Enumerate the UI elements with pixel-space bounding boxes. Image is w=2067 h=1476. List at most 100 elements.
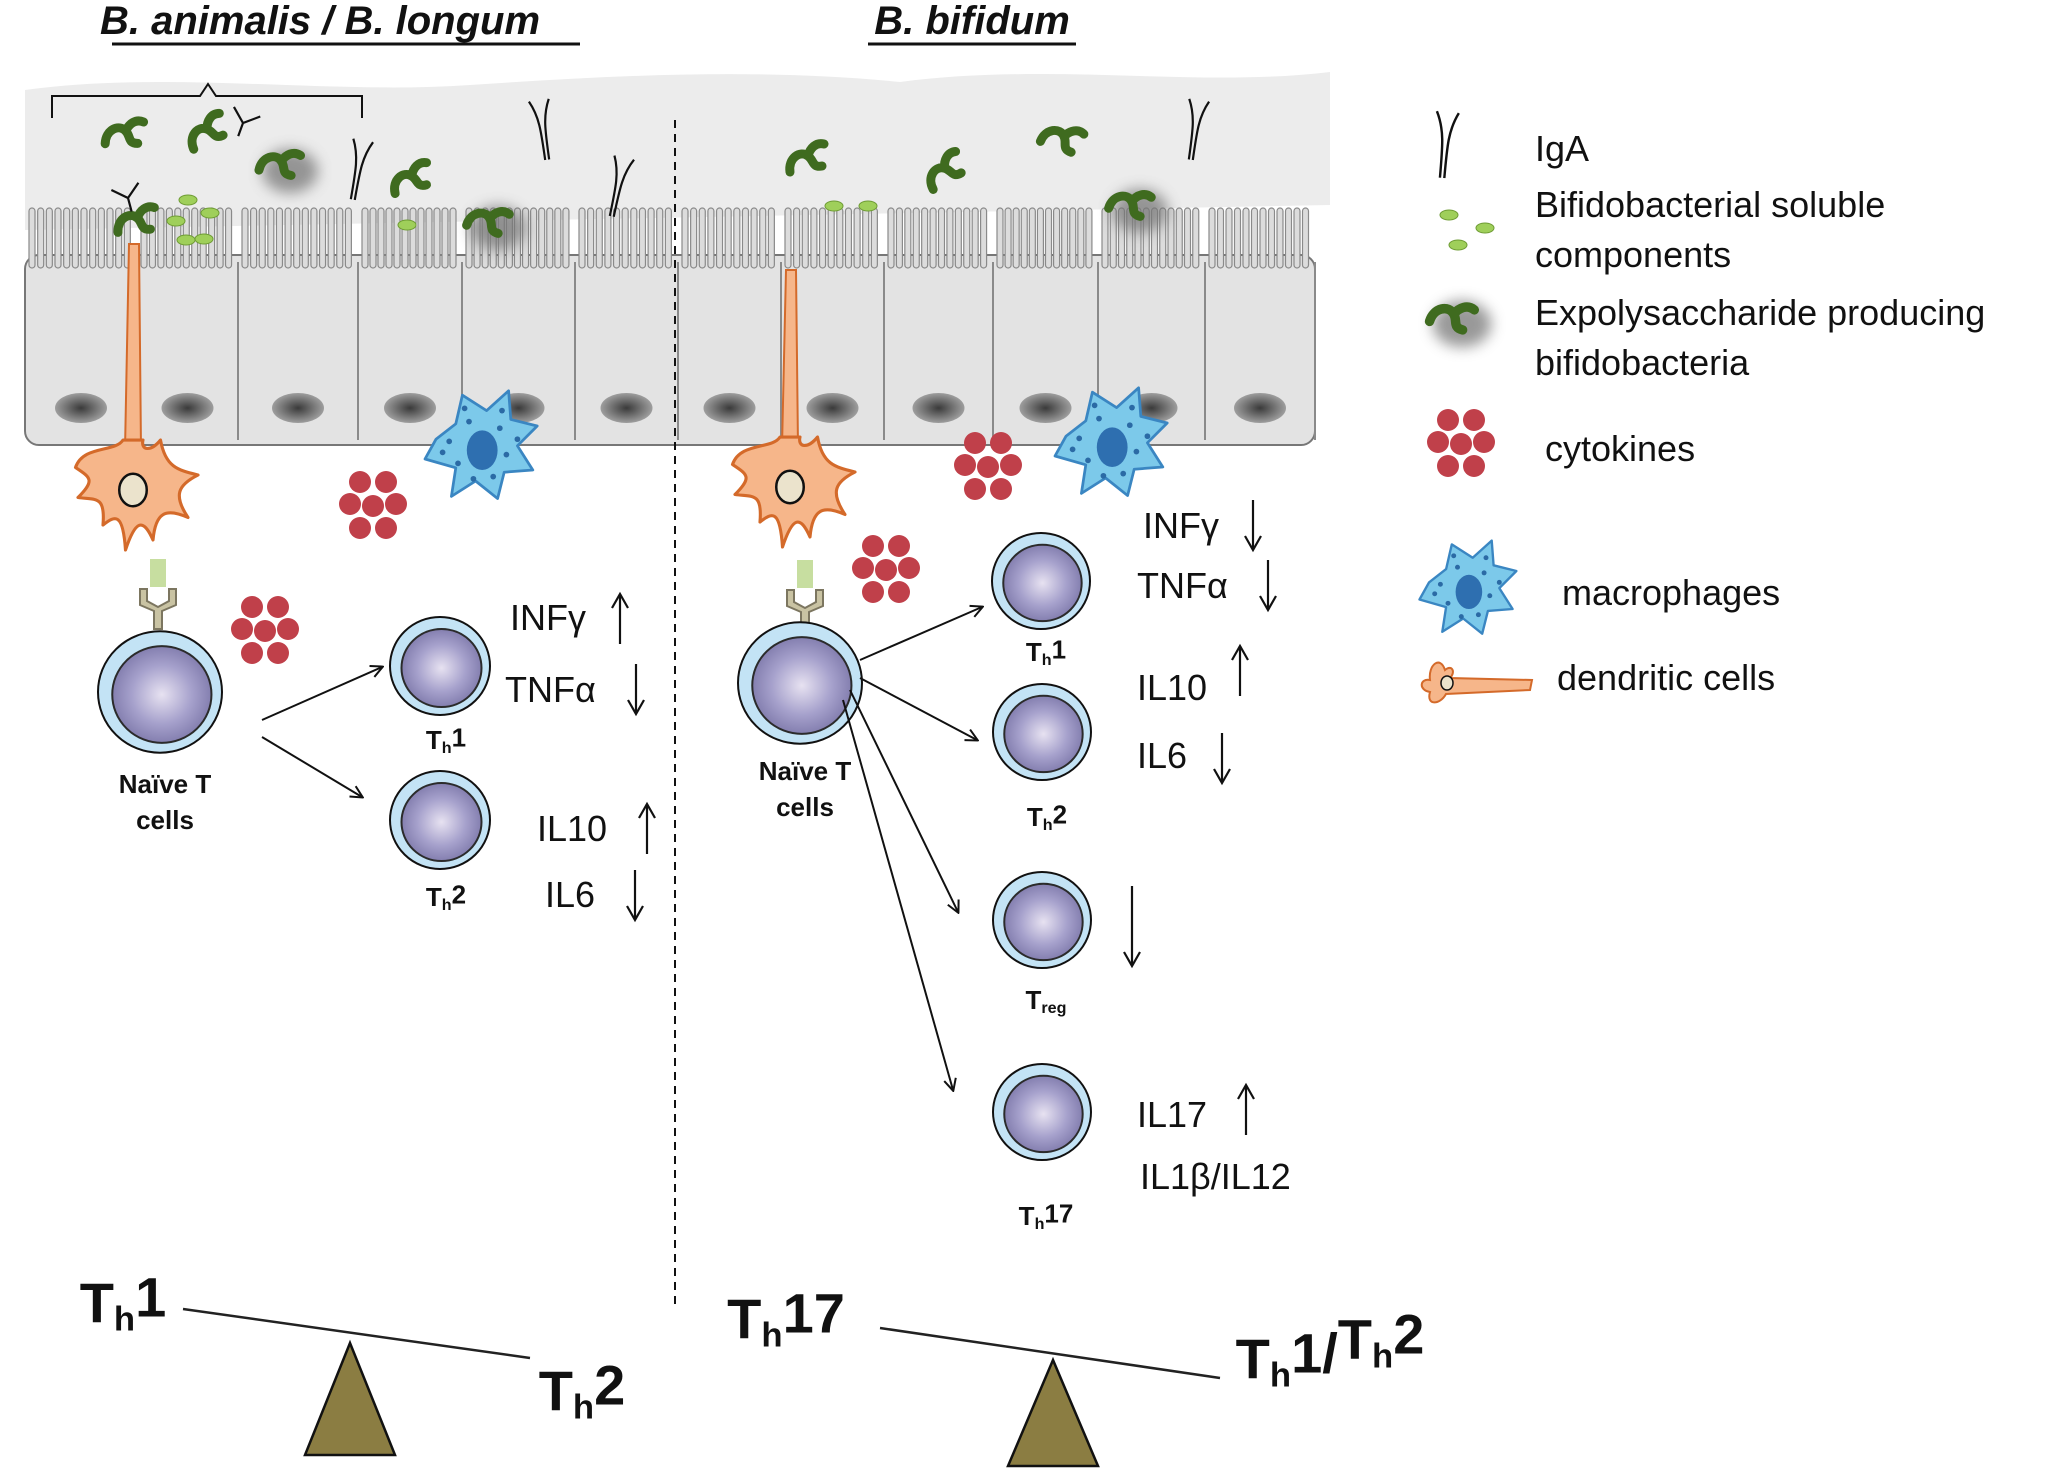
microvillus [1216, 207, 1225, 269]
epithelial-nucleus [1019, 393, 1072, 423]
cytokine [977, 456, 999, 478]
bifidobacterium-icon [1035, 126, 1089, 157]
cytokines-icon [954, 432, 1022, 500]
cytokine-change-arrow [1259, 560, 1277, 613]
tcr-receptor [139, 559, 177, 630]
microvillus [895, 207, 904, 269]
microvillus [385, 207, 393, 269]
epithelial-cell [681, 207, 782, 440]
microvillus [1020, 207, 1028, 269]
microvillus [80, 207, 88, 269]
microvillus [327, 207, 335, 269]
microvillus [707, 207, 715, 269]
microvillus [929, 207, 937, 269]
microvillus [1301, 207, 1310, 269]
iga-icon [232, 106, 261, 137]
microvillus [612, 207, 621, 269]
bifidobacterium-icon [187, 108, 228, 154]
cytokine [241, 642, 263, 664]
microvillus [724, 207, 732, 269]
microvillus [844, 207, 853, 269]
microvillus [638, 207, 647, 269]
soluble-components-icon [176, 234, 196, 246]
microvillus [733, 207, 741, 269]
microvillus [417, 207, 425, 269]
epithelial-nucleus [703, 393, 756, 423]
iga-icon [349, 138, 374, 201]
microvillus [996, 207, 1004, 269]
cytokine-change-arrow [1213, 733, 1231, 786]
bifidobacterium-icon [113, 202, 159, 237]
microvillus [336, 207, 344, 269]
epithelial-cell [887, 207, 994, 440]
microvillus [1085, 207, 1093, 269]
microvillus [45, 207, 53, 269]
dendritic-cell-icon [73, 243, 200, 552]
microvillus [1259, 207, 1267, 269]
microvillus [1069, 207, 1077, 269]
cytokine [375, 517, 397, 539]
microvillus [810, 207, 818, 269]
cytokine [254, 620, 276, 642]
cytokine-change-arrow [1237, 1082, 1255, 1135]
microvillus [344, 207, 352, 269]
cytokine [349, 517, 371, 539]
microvillus [369, 207, 377, 269]
microvillus [827, 207, 835, 269]
differentiation-arrow [261, 736, 362, 797]
cytokine-label: IL10 [537, 808, 607, 849]
th17-cell [992, 1062, 1092, 1162]
microvillus [1267, 207, 1276, 269]
differentiation-arrow [261, 667, 382, 721]
microvillus [1250, 207, 1259, 269]
legend-label: bifidobacteria [1535, 342, 1750, 383]
cytokine [888, 581, 910, 603]
naive-t-cell [97, 630, 223, 754]
balance-pivot [303, 1339, 397, 1457]
microvillus [554, 207, 562, 269]
microvillus [562, 207, 570, 269]
microvillus [28, 207, 36, 269]
macrophage-icon [1418, 539, 1518, 635]
microvillus [250, 207, 258, 269]
epithelium [24, 207, 1316, 446]
microvillus [979, 207, 988, 269]
heading-right: B. bifidum [874, 0, 1070, 43]
microvillus [1012, 207, 1020, 269]
soluble-components-icon [200, 207, 220, 219]
cytokines-icon [1427, 409, 1495, 477]
microvillus [216, 207, 224, 269]
treg-label: Treg [1026, 985, 1067, 1017]
microvillus [1077, 207, 1085, 269]
cytokine [852, 557, 874, 579]
eps-bifidobacteria-icon [1104, 189, 1168, 233]
balance-low-label: Th2 [539, 1354, 626, 1427]
microvillus [963, 207, 971, 269]
microvillus [836, 207, 844, 269]
microvillus [595, 207, 603, 269]
legend-label: cytokines [1545, 428, 1695, 469]
microvillus [284, 207, 292, 269]
microvillus [750, 207, 758, 269]
cytokine [1437, 455, 1459, 477]
differentiation-arrow [859, 677, 977, 740]
epithelial-nucleus [1234, 393, 1286, 423]
microvillus [698, 207, 706, 269]
cytokine [1427, 431, 1449, 453]
microvillus [887, 207, 895, 269]
microvillus [241, 207, 249, 269]
microvillus [1183, 207, 1192, 269]
bifidobacterium-icon [1424, 302, 1480, 335]
microvillus [801, 207, 809, 269]
th1-label: Th1 [426, 723, 466, 758]
cytokine [1473, 431, 1495, 453]
microvillus [301, 207, 309, 269]
microvillus [393, 207, 401, 269]
balance-low-label: Th1/Th2 [1236, 1302, 1425, 1394]
cytokine [267, 642, 289, 664]
cytokine-label: TNFα [505, 669, 596, 710]
th2-cell [992, 682, 1092, 782]
antigen [797, 560, 813, 588]
